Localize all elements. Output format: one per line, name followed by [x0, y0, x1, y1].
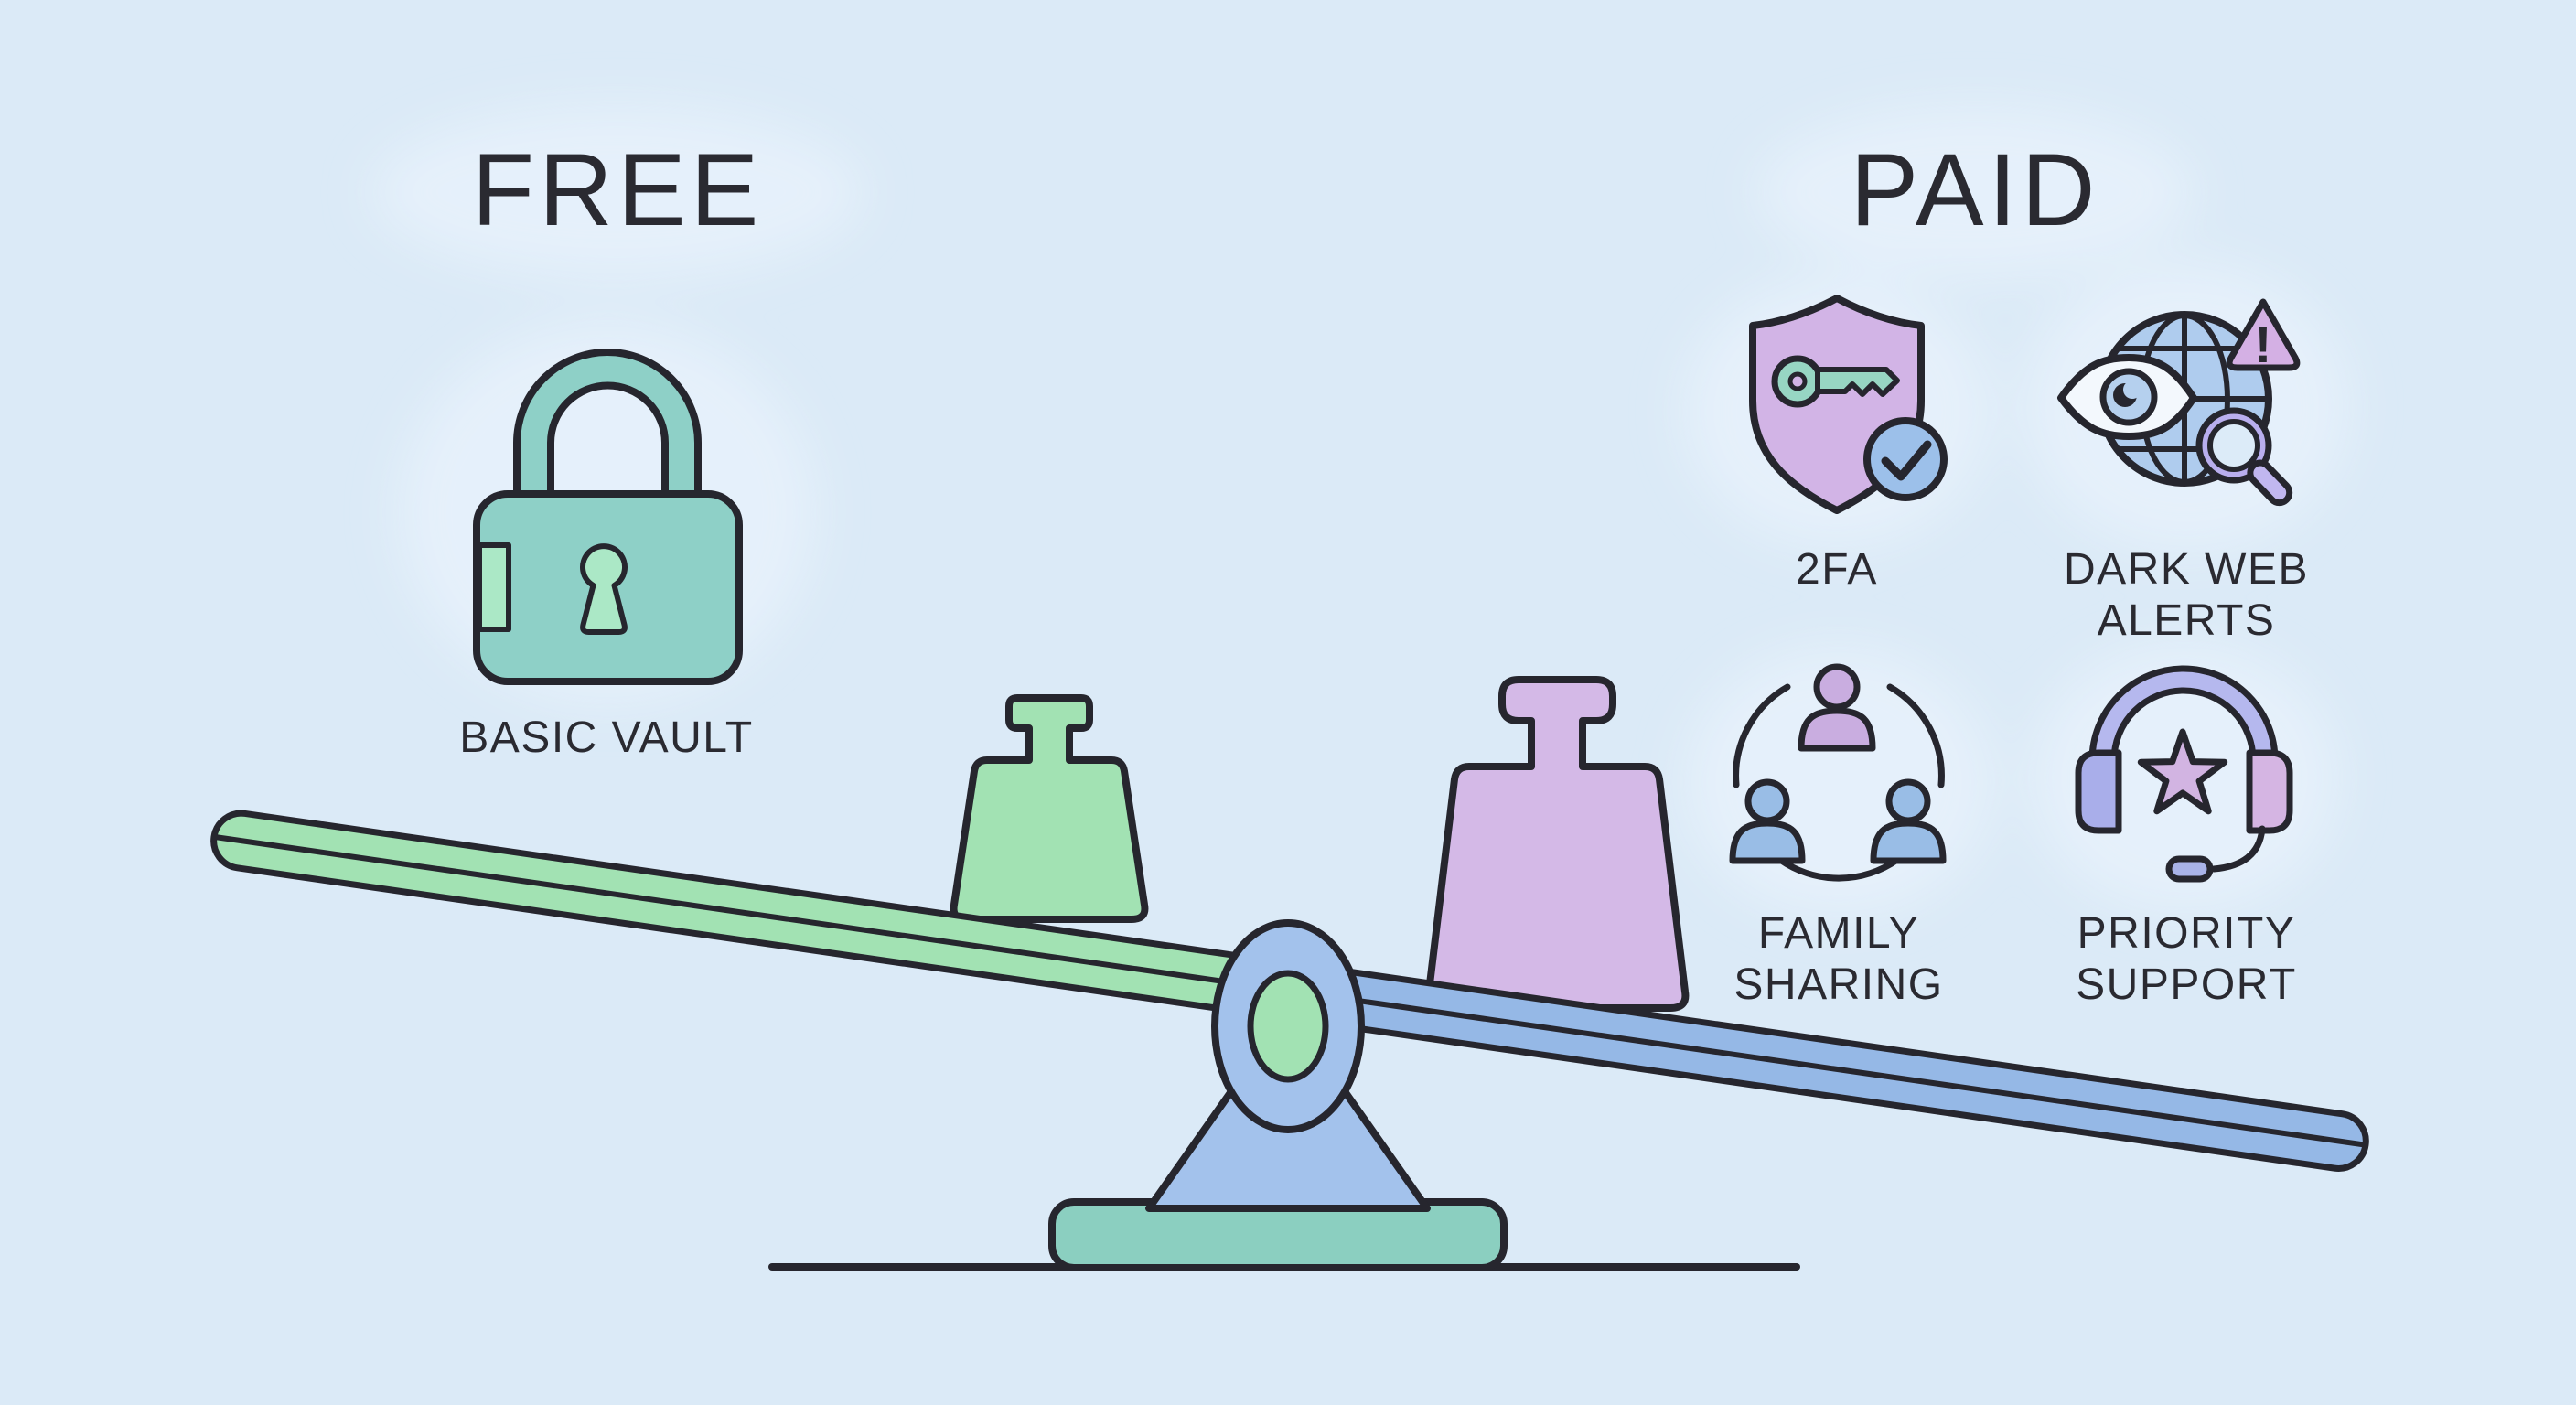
alert-exclamation-glyph: !: [2255, 316, 2272, 373]
person-left: [1729, 778, 1806, 864]
padlock-shackle: [513, 349, 702, 516]
free-title: FREE: [472, 133, 764, 247]
priority-label-line1: PRIORITY: [2077, 909, 2296, 958]
alert-triangle-icon: [2226, 298, 2301, 371]
family-label-line1: FAMILY: [1758, 909, 1919, 958]
headset-earcup-left: [2075, 749, 2122, 834]
2fa-label: 2FA: [1796, 545, 1878, 594]
headset-earcup-right: [2246, 749, 2293, 834]
priority-label-line2: SUPPORT: [2076, 960, 2297, 1009]
three-people-circle-icon: [1729, 663, 1947, 882]
paid-title: PAID: [1850, 133, 2099, 247]
padlock-keyhole: [580, 543, 628, 635]
shield-key-check-icon: [1749, 295, 1948, 514]
check-mark-icon: [1881, 440, 1932, 481]
basic-vault-label: BASIC VAULT: [459, 713, 753, 762]
pivot-inner: [1247, 970, 1329, 1083]
seesaw: [210, 676, 2369, 1271]
person-top: [1798, 663, 1876, 752]
weight-purple-large: [1424, 676, 1690, 1012]
globe-eye-alert-magnifier-icon: !: [2057, 298, 2301, 507]
magnifier-lens: [2207, 419, 2260, 472]
magnifier-handle: [2247, 459, 2293, 507]
star-icon: [2137, 728, 2228, 815]
family-label-line2: SHARING: [1733, 960, 1943, 1009]
sharing-circle-arcs: [1733, 683, 1945, 882]
mic-capsule: [2165, 855, 2214, 883]
padlock-side-stripe: [477, 542, 511, 632]
key-shaft: [1815, 367, 1900, 397]
padlock-icon: [473, 349, 743, 685]
weight-green-small: [950, 694, 1149, 923]
headset-star-icon: [2075, 665, 2293, 883]
key-bow-hole: [1787, 371, 1808, 391]
dark-web-label-line2: ALERTS: [2098, 596, 2276, 645]
mic-boom: [2210, 825, 2266, 873]
eye-pupil-highlight: [2123, 381, 2141, 399]
dark-web-label-line1: DARK WEB: [2064, 545, 2309, 594]
check-badge: [1863, 417, 1948, 501]
person-right: [1870, 778, 1947, 864]
